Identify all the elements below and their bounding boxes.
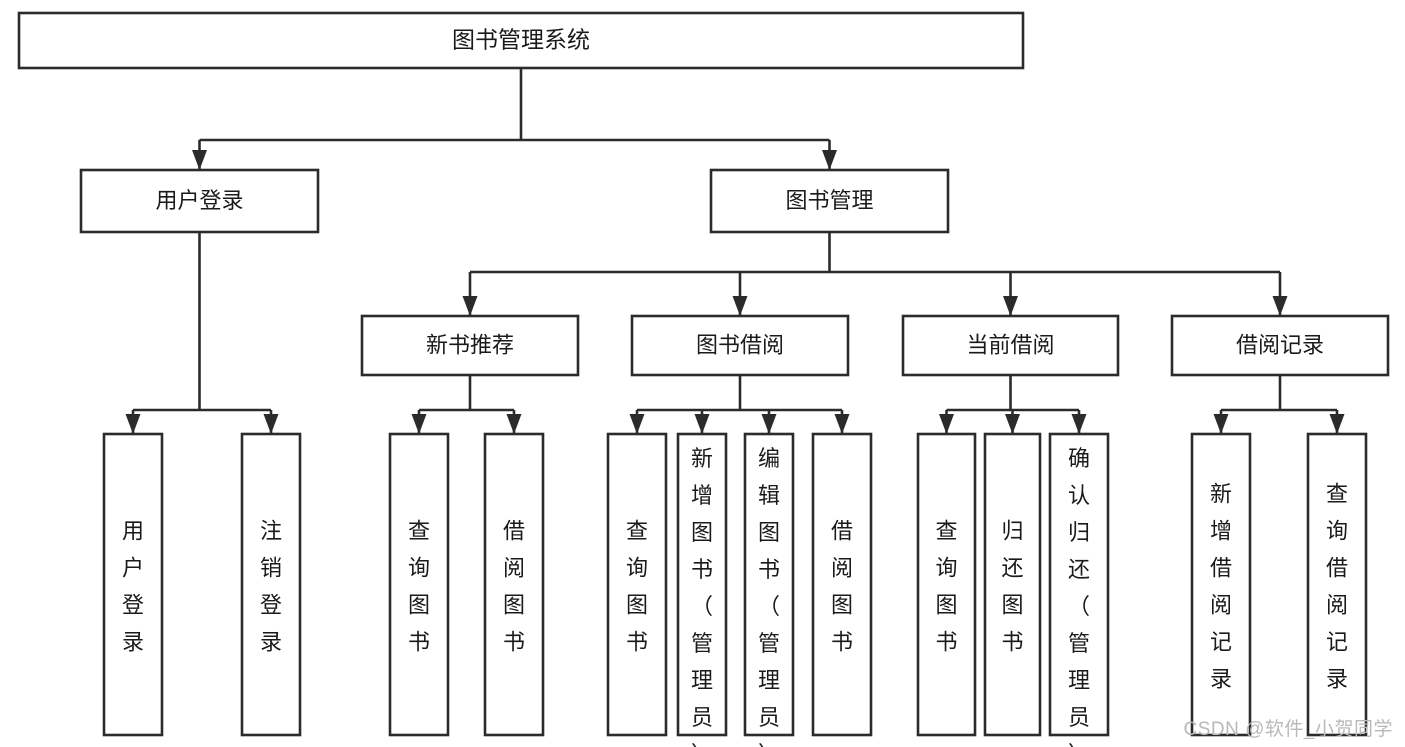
node-book-manage[interactable]: 图书管理 (709, 168, 950, 234)
leaf-label-leaf-borrow-book-rec: 借阅图书 (503, 519, 525, 655)
node-box-new-book-rec (360, 314, 580, 377)
leaf-leaf-add-record[interactable]: 新增借阅记录 (1190, 432, 1252, 737)
leaf-label-leaf-edit-book: 编辑图书（管理员） (758, 446, 780, 747)
leaf-label-leaf-query-book-cur: 查询图书 (935, 519, 957, 655)
node-box-book-borrow (630, 314, 850, 377)
leaf-box-leaf-borrow-book-rec (483, 432, 545, 737)
node-label-new-book-rec: 新书推荐 (426, 332, 514, 357)
leaf-label-leaf-query-record: 查询借阅记录 (1326, 482, 1348, 692)
leaf-box-leaf-add-book (676, 432, 728, 737)
arrow-head-icon (263, 414, 279, 434)
arrow-head-icon (822, 150, 837, 170)
arrow-head-icon (1071, 414, 1087, 434)
leaf-leaf-user-login[interactable]: 用户登录 (102, 432, 164, 737)
connector-edges (131, 68, 1339, 434)
leaf-box-leaf-return-book (983, 432, 1042, 737)
arrow-head-icon (462, 296, 478, 316)
leaf-leaf-return-book[interactable]: 归还图书 (983, 432, 1042, 737)
leaf-leaf-query-record[interactable]: 查询借阅记录 (1306, 432, 1368, 737)
arrow-head-icon (1213, 414, 1229, 434)
arrow-head-icon (694, 414, 710, 434)
leaf-label-leaf-query-book-borrow: 查询图书 (626, 519, 648, 655)
arrow-head-icon (506, 414, 522, 434)
leaf-box-leaf-edit-book (743, 432, 795, 737)
leaf-leaf-borrow-book[interactable]: 借阅图书 (811, 432, 873, 737)
node-user-login[interactable]: 用户登录 (79, 168, 320, 234)
arrow-head-icon (761, 414, 777, 434)
leaf-label-leaf-query-book-rec: 查询图书 (408, 519, 430, 655)
node-box-user-login (79, 168, 320, 234)
leaf-box-leaf-user-login (102, 432, 164, 737)
node-current-borrow[interactable]: 当前借阅 (901, 314, 1120, 377)
arrow-head-icon (834, 414, 850, 434)
node-label-root: 图书管理系统 (452, 27, 590, 53)
node-label-current-borrow: 当前借阅 (966, 332, 1054, 357)
node-box-borrow-record (1170, 314, 1390, 377)
arrow-head-icon (629, 414, 645, 434)
leaf-box-leaf-query-book-borrow (606, 432, 668, 737)
leaf-leaf-query-book-cur[interactable]: 查询图书 (916, 432, 977, 737)
leaf-leaf-query-book-borrow[interactable]: 查询图书 (606, 432, 668, 737)
arrow-head-icon (1005, 414, 1020, 434)
leaf-leaf-edit-book[interactable]: 编辑图书（管理员） (743, 432, 795, 747)
leaf-leaf-add-book[interactable]: 新增图书（管理员） (676, 432, 728, 747)
csdn-watermark: CSDN @软件_小贺同学 (1183, 719, 1393, 740)
node-box-book-manage (709, 168, 950, 234)
leaf-box-leaf-logout (240, 432, 302, 737)
leaf-label-leaf-confirm-return: 确认归还（管理员） (1068, 446, 1090, 747)
leaf-leaf-logout[interactable]: 注销登录 (240, 432, 302, 737)
arrow-head-icon (411, 414, 427, 434)
leaf-label-leaf-borrow-book: 借阅图书 (831, 519, 853, 655)
leaf-label-leaf-add-record: 新增借阅记录 (1210, 482, 1232, 692)
node-label-book-borrow: 图书借阅 (696, 332, 784, 357)
leaf-label-leaf-add-book: 新增图书（管理员） (691, 446, 713, 747)
node-book-borrow[interactable]: 图书借阅 (630, 314, 850, 377)
leaf-leaf-confirm-return[interactable]: 确认归还（管理员） (1048, 432, 1110, 747)
node-label-user-login: 用户登录 (155, 188, 243, 213)
node-label-borrow-record: 借阅记录 (1236, 332, 1324, 357)
leaf-leaf-query-book-rec[interactable]: 查询图书 (388, 432, 450, 737)
leaf-label-leaf-logout: 注销登录 (260, 519, 282, 655)
node-new-book-rec[interactable]: 新书推荐 (360, 314, 580, 377)
leaf-box-leaf-query-book-rec (388, 432, 450, 737)
node-box-current-borrow (901, 314, 1120, 377)
leaf-box-leaf-query-book-cur (916, 432, 977, 737)
leaf-box-leaf-borrow-book (811, 432, 873, 737)
arrow-head-icon (1329, 414, 1345, 434)
leaf-label-leaf-user-login: 用户登录 (122, 519, 144, 655)
node-root[interactable]: 图书管理系统 (17, 11, 1025, 70)
arrow-head-icon (192, 150, 207, 170)
node-label-book-manage: 图书管理 (785, 188, 873, 213)
leaf-label-leaf-return-book: 归还图书 (1001, 519, 1023, 655)
arrow-head-icon (939, 414, 954, 434)
node-boxes: 图书管理系统用户登录图书管理新书推荐图书借阅当前借阅借阅记录用户登录注销登录查询… (17, 11, 1390, 747)
arrow-head-icon (1272, 296, 1288, 316)
leaf-leaf-borrow-book-rec[interactable]: 借阅图书 (483, 432, 545, 737)
node-borrow-record[interactable]: 借阅记录 (1170, 314, 1390, 377)
arrow-heads (125, 150, 1345, 434)
leaf-box-leaf-add-record (1190, 432, 1252, 737)
node-box-root (17, 11, 1025, 70)
arrow-head-icon (125, 414, 141, 434)
leaf-box-leaf-query-record (1306, 432, 1368, 737)
leaf-box-leaf-confirm-return (1048, 432, 1110, 737)
arrow-head-icon (1003, 296, 1018, 316)
arrow-head-icon (732, 296, 748, 316)
